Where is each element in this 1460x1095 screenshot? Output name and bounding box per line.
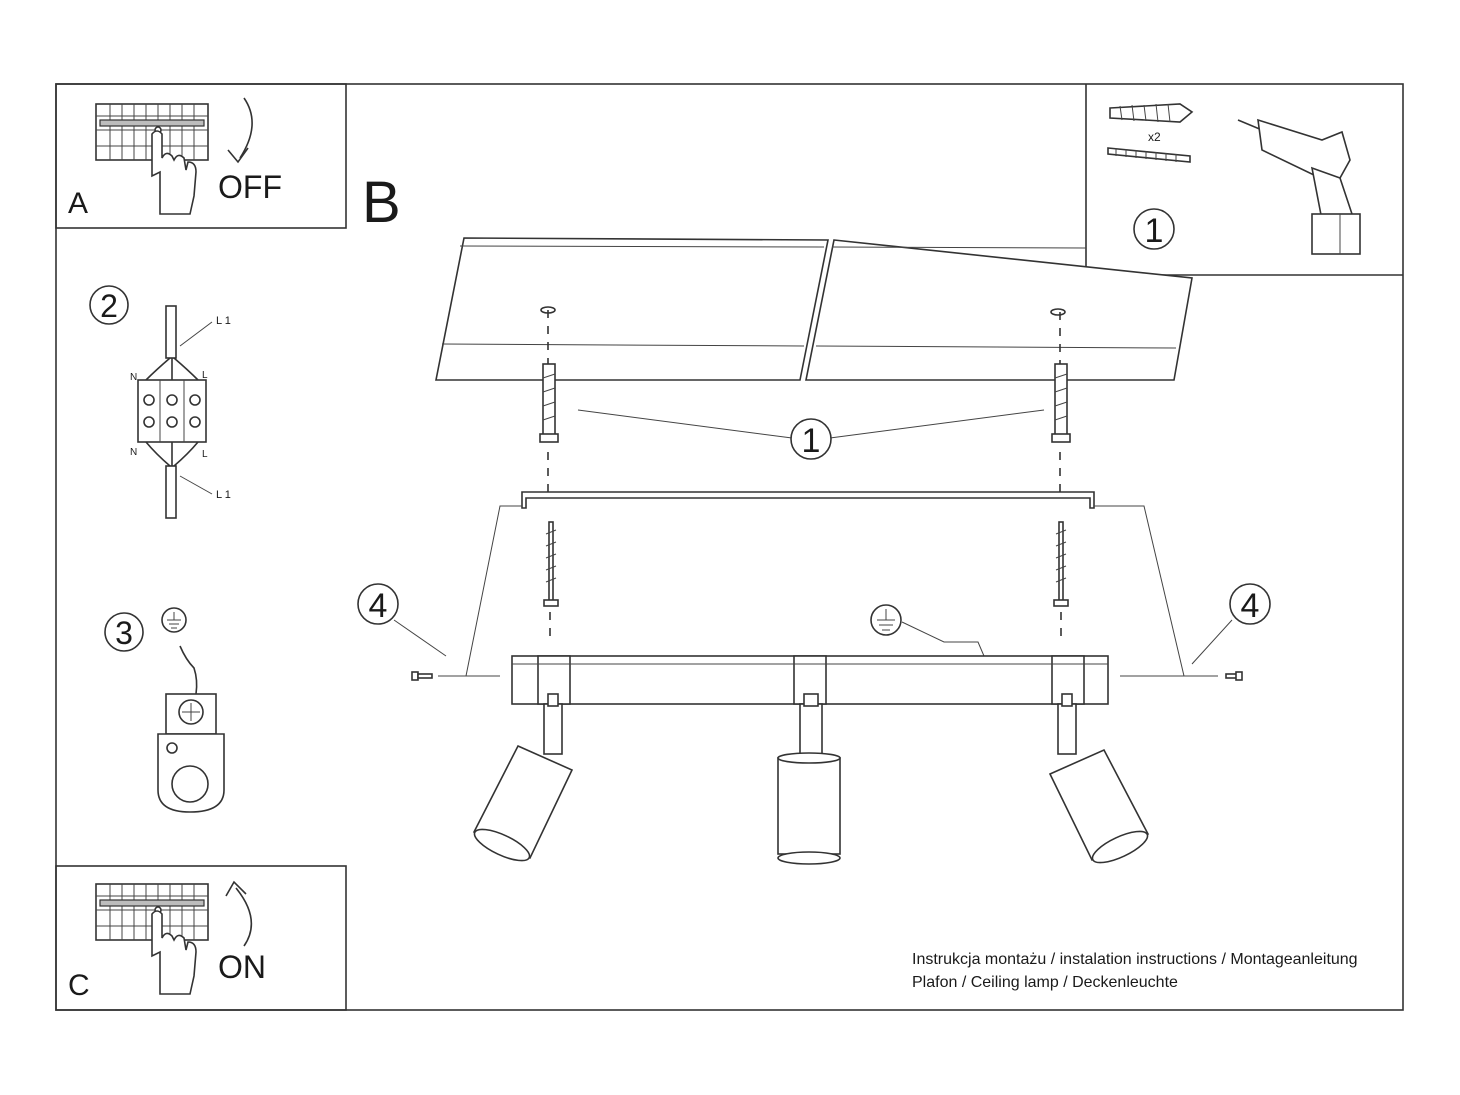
tools-panel: x2 1 <box>1107 103 1361 255</box>
outer-frame <box>55 83 1404 1011</box>
screw-icon <box>1107 147 1191 163</box>
ceiling-dowel-right <box>1051 363 1071 443</box>
spotlight-left <box>472 693 574 862</box>
panel-c-letter: C <box>68 969 90 1002</box>
ground-step-number: 3 <box>115 615 133 651</box>
screw-right-step-number: 4 <box>1241 587 1260 625</box>
spotlight-right <box>1048 693 1150 864</box>
fixing-screw-right <box>1053 521 1069 607</box>
hand-icon <box>151 130 197 215</box>
hand-icon <box>151 910 197 995</box>
panel-b: B 1 <box>357 170 1271 865</box>
side-screw-left <box>411 671 433 681</box>
panel-b-letter: B <box>362 170 401 235</box>
spotlight-center <box>777 693 841 865</box>
tools-step-number: 1 <box>1145 212 1164 250</box>
panel-c: ON C <box>68 880 266 1002</box>
screw-left-step-number: 4 <box>369 587 388 625</box>
terminal-n-bottom: N <box>130 447 137 458</box>
terminal-l1-top: L 1 <box>216 315 231 327</box>
terminal-n-top: N <box>130 372 137 383</box>
arrow-head-icon <box>225 880 247 897</box>
ground-symbol-icon <box>161 607 187 633</box>
drill-icon <box>1237 118 1361 255</box>
panel-a-letter: A <box>68 187 88 220</box>
footer-product-name: Plafon / Ceiling lamp / Deckenleuchte <box>912 974 1178 991</box>
terminal-l-bottom: L <box>202 449 208 460</box>
panel-a-frame <box>55 83 347 229</box>
mount-step-number: 1 <box>802 422 821 460</box>
terminal-l1-bottom: L 1 <box>216 489 231 501</box>
switch-on-label: ON <box>218 949 266 985</box>
panel-a: OFF A <box>68 97 282 220</box>
fixing-screw-left <box>543 521 559 607</box>
side-screw-right <box>1225 671 1243 681</box>
wiring-terminal-block: 2 L 1 N L N L L 1 <box>89 285 231 519</box>
ground-connection: 3 <box>104 607 225 813</box>
turn-off-arrow-icon <box>239 97 253 159</box>
wiring-step-number: 2 <box>100 288 118 324</box>
ceiling-slab <box>435 237 1193 381</box>
mounting-bracket <box>521 491 1095 509</box>
turn-on-arrow-icon <box>235 887 253 947</box>
switch-off-label: OFF <box>218 169 282 205</box>
panel-c-frame <box>55 865 347 1011</box>
wall-plug-icon <box>1109 103 1194 123</box>
ceiling-dowel-left <box>539 363 559 443</box>
terminal-l-top: L <box>202 370 208 381</box>
arrow-head-icon <box>227 147 249 164</box>
dowel-quantity: x2 <box>1148 130 1161 144</box>
footer-instructions-title: Instrukcja montażu / instalation instruc… <box>912 951 1358 968</box>
fixture-ground-symbol-icon <box>870 604 902 636</box>
